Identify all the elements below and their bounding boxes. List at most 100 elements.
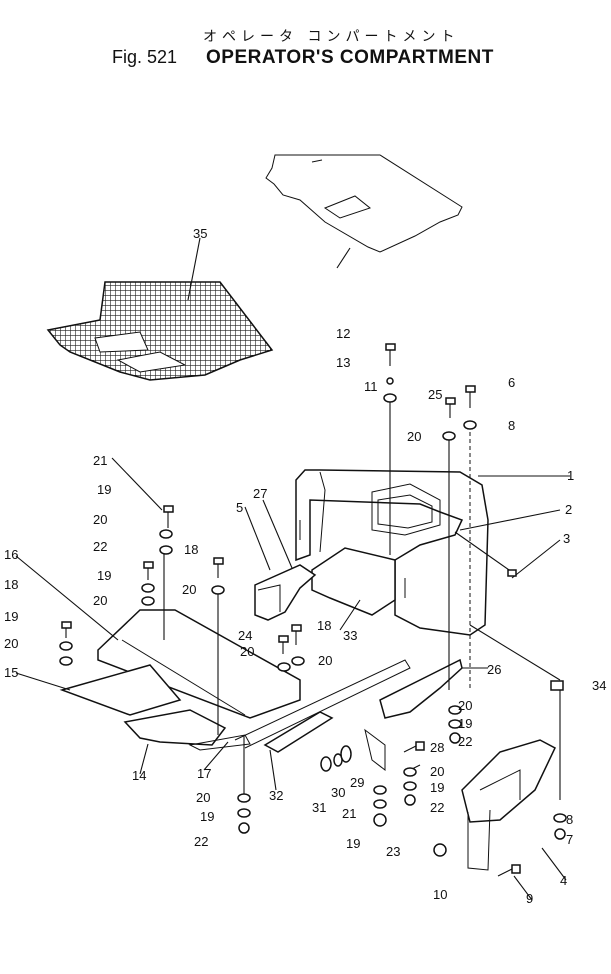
bolt-18-c	[291, 624, 302, 645]
callout-label: 20	[240, 644, 254, 659]
bolt-24	[445, 397, 456, 418]
callout-label: 32	[269, 788, 283, 803]
callout-label: 19	[4, 609, 18, 624]
callout-label: 15	[4, 665, 18, 680]
floor-mat-34	[46, 281, 274, 381]
console-housing-1	[295, 469, 489, 636]
panel-15	[59, 664, 182, 716]
callout-label: 18	[184, 542, 198, 557]
bolt-9	[497, 864, 521, 877]
callout-label: 23	[386, 844, 400, 859]
callout-label: 7	[566, 832, 573, 847]
callout-label: 29	[350, 775, 364, 790]
callout-label: 19	[200, 809, 214, 824]
bolt-18-a	[213, 557, 224, 578]
washer-11	[383, 393, 397, 403]
bolt-6	[465, 385, 476, 408]
callout-label: 19	[97, 568, 111, 583]
callout-label: 20	[93, 593, 107, 608]
callout-label: 22	[93, 539, 107, 554]
callout-label: 35	[193, 226, 207, 241]
callout-label: 24	[238, 628, 252, 643]
nut-22-a	[238, 822, 250, 834]
bolt-27	[403, 741, 425, 753]
floor-plate-35	[265, 154, 463, 253]
washer-20-top	[442, 431, 456, 441]
washer-19-g	[448, 719, 462, 729]
callout-label: 8	[566, 812, 573, 827]
washer-19-a	[159, 529, 173, 539]
callout-label: 19	[346, 836, 360, 851]
callout-label: 22	[430, 800, 444, 815]
callout-label: 21	[93, 453, 107, 468]
bracket-5-26	[254, 564, 317, 621]
nut-22-b	[404, 794, 416, 806]
nut-7	[554, 828, 566, 840]
callout-label: 27	[253, 486, 267, 501]
callout-label: 13	[336, 355, 350, 370]
washer-20-a	[159, 545, 173, 555]
washer-28	[340, 745, 352, 763]
nut-13	[386, 377, 394, 385]
washer-8-top	[463, 420, 477, 430]
bolt-21-a	[163, 505, 174, 528]
callout-label: 19	[430, 780, 444, 795]
washer-20-g	[237, 793, 251, 803]
washer-20-b	[141, 596, 155, 606]
callout-label: 6	[508, 375, 515, 390]
bolt-18-b	[61, 621, 72, 638]
title-japanese: オペレータ コンパートメント	[203, 29, 460, 45]
callout-label: 14	[132, 768, 146, 783]
plate-33	[550, 680, 564, 691]
callout-label: 22	[458, 734, 472, 749]
callout-label: 22	[194, 834, 208, 849]
washer-20-h	[403, 767, 417, 777]
callout-label: 34	[592, 678, 606, 693]
callout-label: 20	[4, 636, 18, 651]
callout-label: 26	[487, 662, 501, 677]
callout-label: 19	[458, 716, 472, 731]
figure-title: OPERATOR'S COMPARTMENT	[206, 47, 494, 68]
bracket-4	[461, 739, 556, 871]
washer-19-f	[373, 799, 387, 809]
washer-20-d	[59, 656, 73, 666]
callout-label: 20	[407, 429, 421, 444]
callout-label: 25	[428, 387, 442, 402]
bolt-12	[385, 343, 396, 366]
callout-label: 12	[336, 326, 350, 341]
leader-lines	[15, 237, 570, 901]
callout-label: 1	[567, 468, 574, 483]
callout-label: 28	[430, 740, 444, 755]
bar-31	[234, 659, 411, 753]
callout-label: 20	[458, 698, 472, 713]
callout-label: 33	[343, 628, 357, 643]
callout-label: 8	[508, 418, 515, 433]
washer-20-c	[211, 585, 225, 595]
washer-19-e	[403, 781, 417, 791]
nut-22-c	[373, 813, 387, 827]
callout-label: 20	[318, 653, 332, 668]
callout-label: 20	[430, 764, 444, 779]
washer-8-b	[553, 813, 567, 823]
washer-20-j	[448, 705, 462, 715]
fasteners	[59, 343, 567, 877]
assembly-lines	[163, 400, 561, 800]
bolt-23	[278, 635, 289, 654]
header: オペレータ コンパートメント Fig. 521 OPERATOR'S COMPA…	[0, 0, 611, 80]
bolt-3	[454, 531, 517, 577]
pieces-14-17	[123, 709, 251, 751]
callout-label: 2	[565, 502, 572, 517]
callout-label: 18	[317, 618, 331, 633]
nut-22-d	[449, 732, 461, 744]
callout-label: 16	[4, 547, 18, 562]
callout-label: 18	[4, 577, 18, 592]
callout-labels: 1 2 3 4 5 6 7 8 8 9 10 11 12 13 14 15 16…	[4, 226, 606, 906]
rail-25	[364, 658, 463, 772]
callout-label: 21	[342, 806, 356, 821]
washer-19-c	[59, 641, 73, 651]
bolt-21-b	[143, 561, 154, 580]
washer-20-e	[277, 662, 291, 672]
nut-10	[433, 843, 447, 857]
callout-label: 20	[196, 790, 210, 805]
washer-19-d	[237, 808, 251, 818]
